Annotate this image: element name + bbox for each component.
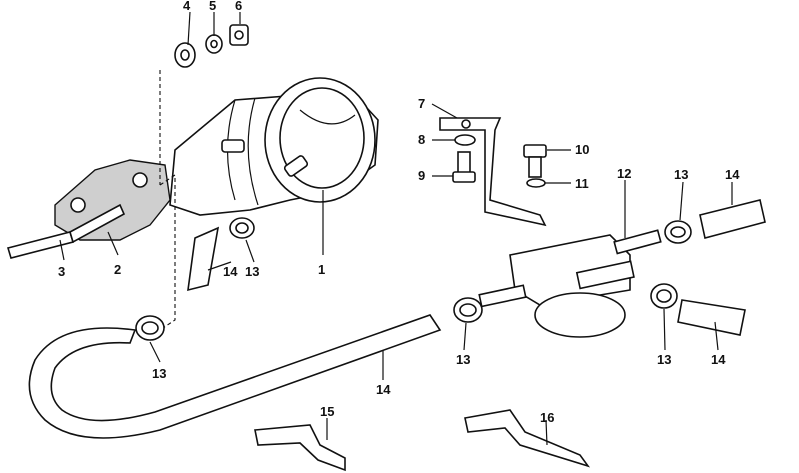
part-14-hose-short-c [677, 299, 746, 336]
part-14-hose-long [28, 314, 442, 439]
part-13-clamp-b [229, 217, 255, 239]
part-8-washer [454, 134, 476, 146]
callout-14-c: 14 [725, 167, 740, 182]
callout-7: 7 [418, 96, 425, 111]
part-14-hose-short-a [187, 226, 220, 292]
callout-2: 2 [114, 262, 121, 277]
part-5-washer [205, 34, 223, 54]
callout-3: 3 [58, 264, 65, 279]
part-14-hose-short-b [699, 199, 766, 239]
part-4-sleeve [174, 42, 196, 68]
callout-14-b: 14 [376, 382, 391, 397]
callout-13-c: 13 [456, 352, 470, 367]
assembly-line-13 [159, 173, 176, 331]
callout-13-a: 13 [152, 366, 166, 381]
callout-9: 9 [418, 168, 425, 183]
part-10-bolt [523, 144, 547, 178]
callout-13-b: 13 [245, 264, 259, 279]
callout-8: 8 [418, 132, 425, 147]
callout-13-d: 13 [674, 167, 688, 182]
callout-5: 5 [209, 0, 216, 13]
part-12-filter [478, 229, 662, 338]
part-16-strap [464, 409, 591, 468]
callout-1: 1 [318, 262, 325, 277]
part-11-washer [526, 178, 546, 188]
part-13-clamp-c [453, 297, 483, 323]
callout-15: 15 [320, 404, 334, 419]
callout-11: 11 [575, 176, 589, 191]
callout-14-a: 14 [223, 264, 238, 279]
callout-16: 16 [540, 410, 554, 425]
part-13-clamp-e [650, 283, 678, 309]
part-6-nut [229, 24, 249, 46]
leader-lines [59, 11, 733, 446]
callout-13-e: 13 [657, 352, 671, 367]
part-15-strap [254, 424, 346, 472]
part-13-clamp-d [664, 220, 692, 244]
part-13-clamp-a [135, 315, 165, 341]
part-9-bolt [452, 151, 476, 183]
callout-14-d: 14 [711, 352, 726, 367]
callout-10: 10 [575, 142, 589, 157]
callout-4: 4 [183, 0, 191, 13]
part-1-canister [169, 77, 379, 216]
part-3-rod [6, 203, 126, 259]
callout-12: 12 [617, 166, 631, 181]
part-7-bracket [439, 117, 547, 227]
part-2-flange [54, 159, 171, 241]
callout-6: 6 [235, 0, 242, 13]
